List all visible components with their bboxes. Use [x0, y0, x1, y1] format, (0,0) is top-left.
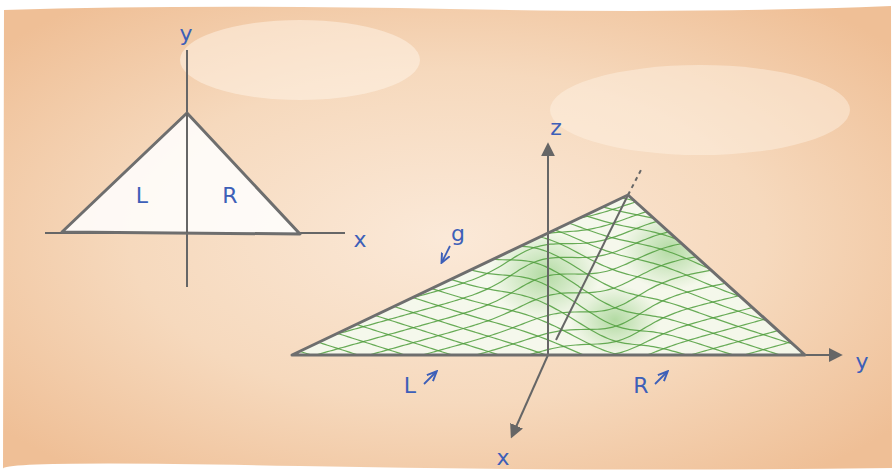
- surface-mesh: [280, 15, 820, 188]
- surface-mesh: [280, 154, 820, 305]
- surface-mesh: [280, 0, 820, 38]
- surface-mesh: [280, 0, 820, 128]
- axis-label: y: [855, 351, 868, 373]
- surface-mesh: [280, 409, 820, 473]
- surface-mesh: [280, 424, 820, 473]
- pointer-arrow: [655, 372, 667, 384]
- surface-mesh: [280, 90, 820, 263]
- surface-mesh: [280, 165, 820, 338]
- surface-mesh: [280, 4, 820, 155]
- surface-mesh: [280, 450, 820, 473]
- surface-mesh: [280, 229, 820, 380]
- surface-mesh: [280, 0, 820, 143]
- surface-mesh: [280, 199, 820, 350]
- region-label: R: [222, 185, 237, 207]
- ridge-extension: [628, 168, 642, 195]
- surface-mesh: [280, 214, 820, 365]
- surface-mesh: [280, 139, 820, 290]
- surface-mesh: [280, 420, 820, 473]
- surface-mesh: [280, 364, 820, 473]
- surface-mesh: [280, 109, 820, 260]
- boundary-label: g: [451, 223, 465, 245]
- wash-light: [550, 65, 850, 155]
- surface-mesh: [280, 75, 820, 248]
- surface-mesh: [280, 0, 820, 23]
- surface-mesh: [280, 0, 820, 50]
- surface-mesh: [280, 79, 820, 230]
- surface-mesh: [280, 405, 820, 473]
- surface-mesh: [280, 0, 820, 125]
- pointer-arrow: [442, 246, 450, 262]
- surface-mesh: [280, 319, 820, 470]
- ridge-line: [556, 195, 628, 340]
- surface-mesh: [280, 49, 820, 200]
- surface-mesh: [280, 315, 820, 473]
- surface-mesh: [280, 60, 820, 233]
- surface-mesh: [280, 0, 820, 83]
- boundary-label: L: [404, 375, 416, 397]
- surface-mesh: [280, 454, 820, 473]
- surface-mesh: [280, 349, 820, 473]
- surface-mesh: [280, 0, 820, 20]
- surface-mesh: [280, 120, 820, 293]
- surface-mesh: [280, 135, 820, 308]
- surface-mesh: [280, 375, 820, 473]
- wash-light: [180, 20, 420, 100]
- surface-mesh: [280, 0, 820, 113]
- axis-label: x: [353, 229, 366, 251]
- surface-mesh: [280, 184, 820, 335]
- surface-mesh: [280, 304, 820, 455]
- triangle-domain: [62, 113, 300, 234]
- axis-label: z: [550, 117, 562, 139]
- y-axis: [186, 50, 188, 287]
- triangle-edge: [292, 195, 805, 355]
- surface-mesh: [280, 19, 820, 170]
- surface-mesh: [280, 0, 820, 68]
- region-label: L: [136, 185, 148, 207]
- surface-mesh: [280, 435, 820, 473]
- surface-mesh: [280, 0, 820, 98]
- surface-mesh: [280, 465, 820, 473]
- surface-mesh: [280, 0, 820, 53]
- surface-mesh: [280, 30, 820, 203]
- surface-mesh: [280, 244, 820, 395]
- surface-mesh: [280, 94, 820, 245]
- divider: [186, 113, 188, 233]
- surface-mesh: [280, 259, 820, 410]
- surface-mesh: [280, 345, 820, 473]
- surface-mesh: [280, 0, 820, 110]
- surface-mesh: [280, 0, 820, 5]
- surface-mesh: [280, 300, 820, 473]
- axis-label: x: [496, 447, 509, 469]
- surface-mesh: [280, 469, 820, 473]
- surface-mesh: [280, 394, 820, 473]
- surface-mesh: [280, 45, 820, 218]
- surface-mesh: [280, 0, 820, 140]
- surface-mesh: [280, 34, 820, 185]
- surface-mesh: [280, 64, 820, 215]
- surface-mesh: [280, 439, 820, 473]
- surface-mesh: [280, 285, 820, 458]
- surface-mesh: [280, 0, 820, 35]
- paper-wash: [3, 6, 892, 470]
- axis-label: y: [179, 23, 192, 45]
- surface-mesh: [280, 180, 820, 353]
- surface-mesh: [280, 390, 820, 473]
- surface-mesh: [280, 0, 820, 158]
- surface-mesh: [280, 330, 820, 473]
- surface-mesh: [280, 0, 820, 80]
- surface-mesh: [280, 105, 820, 278]
- surface-mesh: [280, 0, 820, 8]
- boundary-label: R: [633, 375, 648, 397]
- surface-mesh: [280, 289, 820, 440]
- x-axis: [512, 355, 548, 436]
- surface-mesh: [280, 0, 820, 173]
- surface-mesh: [280, 379, 820, 473]
- surface-mesh: [280, 0, 820, 95]
- pointer-arrow: [424, 372, 436, 384]
- surface-mesh: [280, 360, 820, 473]
- surface-mesh: [280, 0, 820, 65]
- z-axis: [547, 145, 549, 355]
